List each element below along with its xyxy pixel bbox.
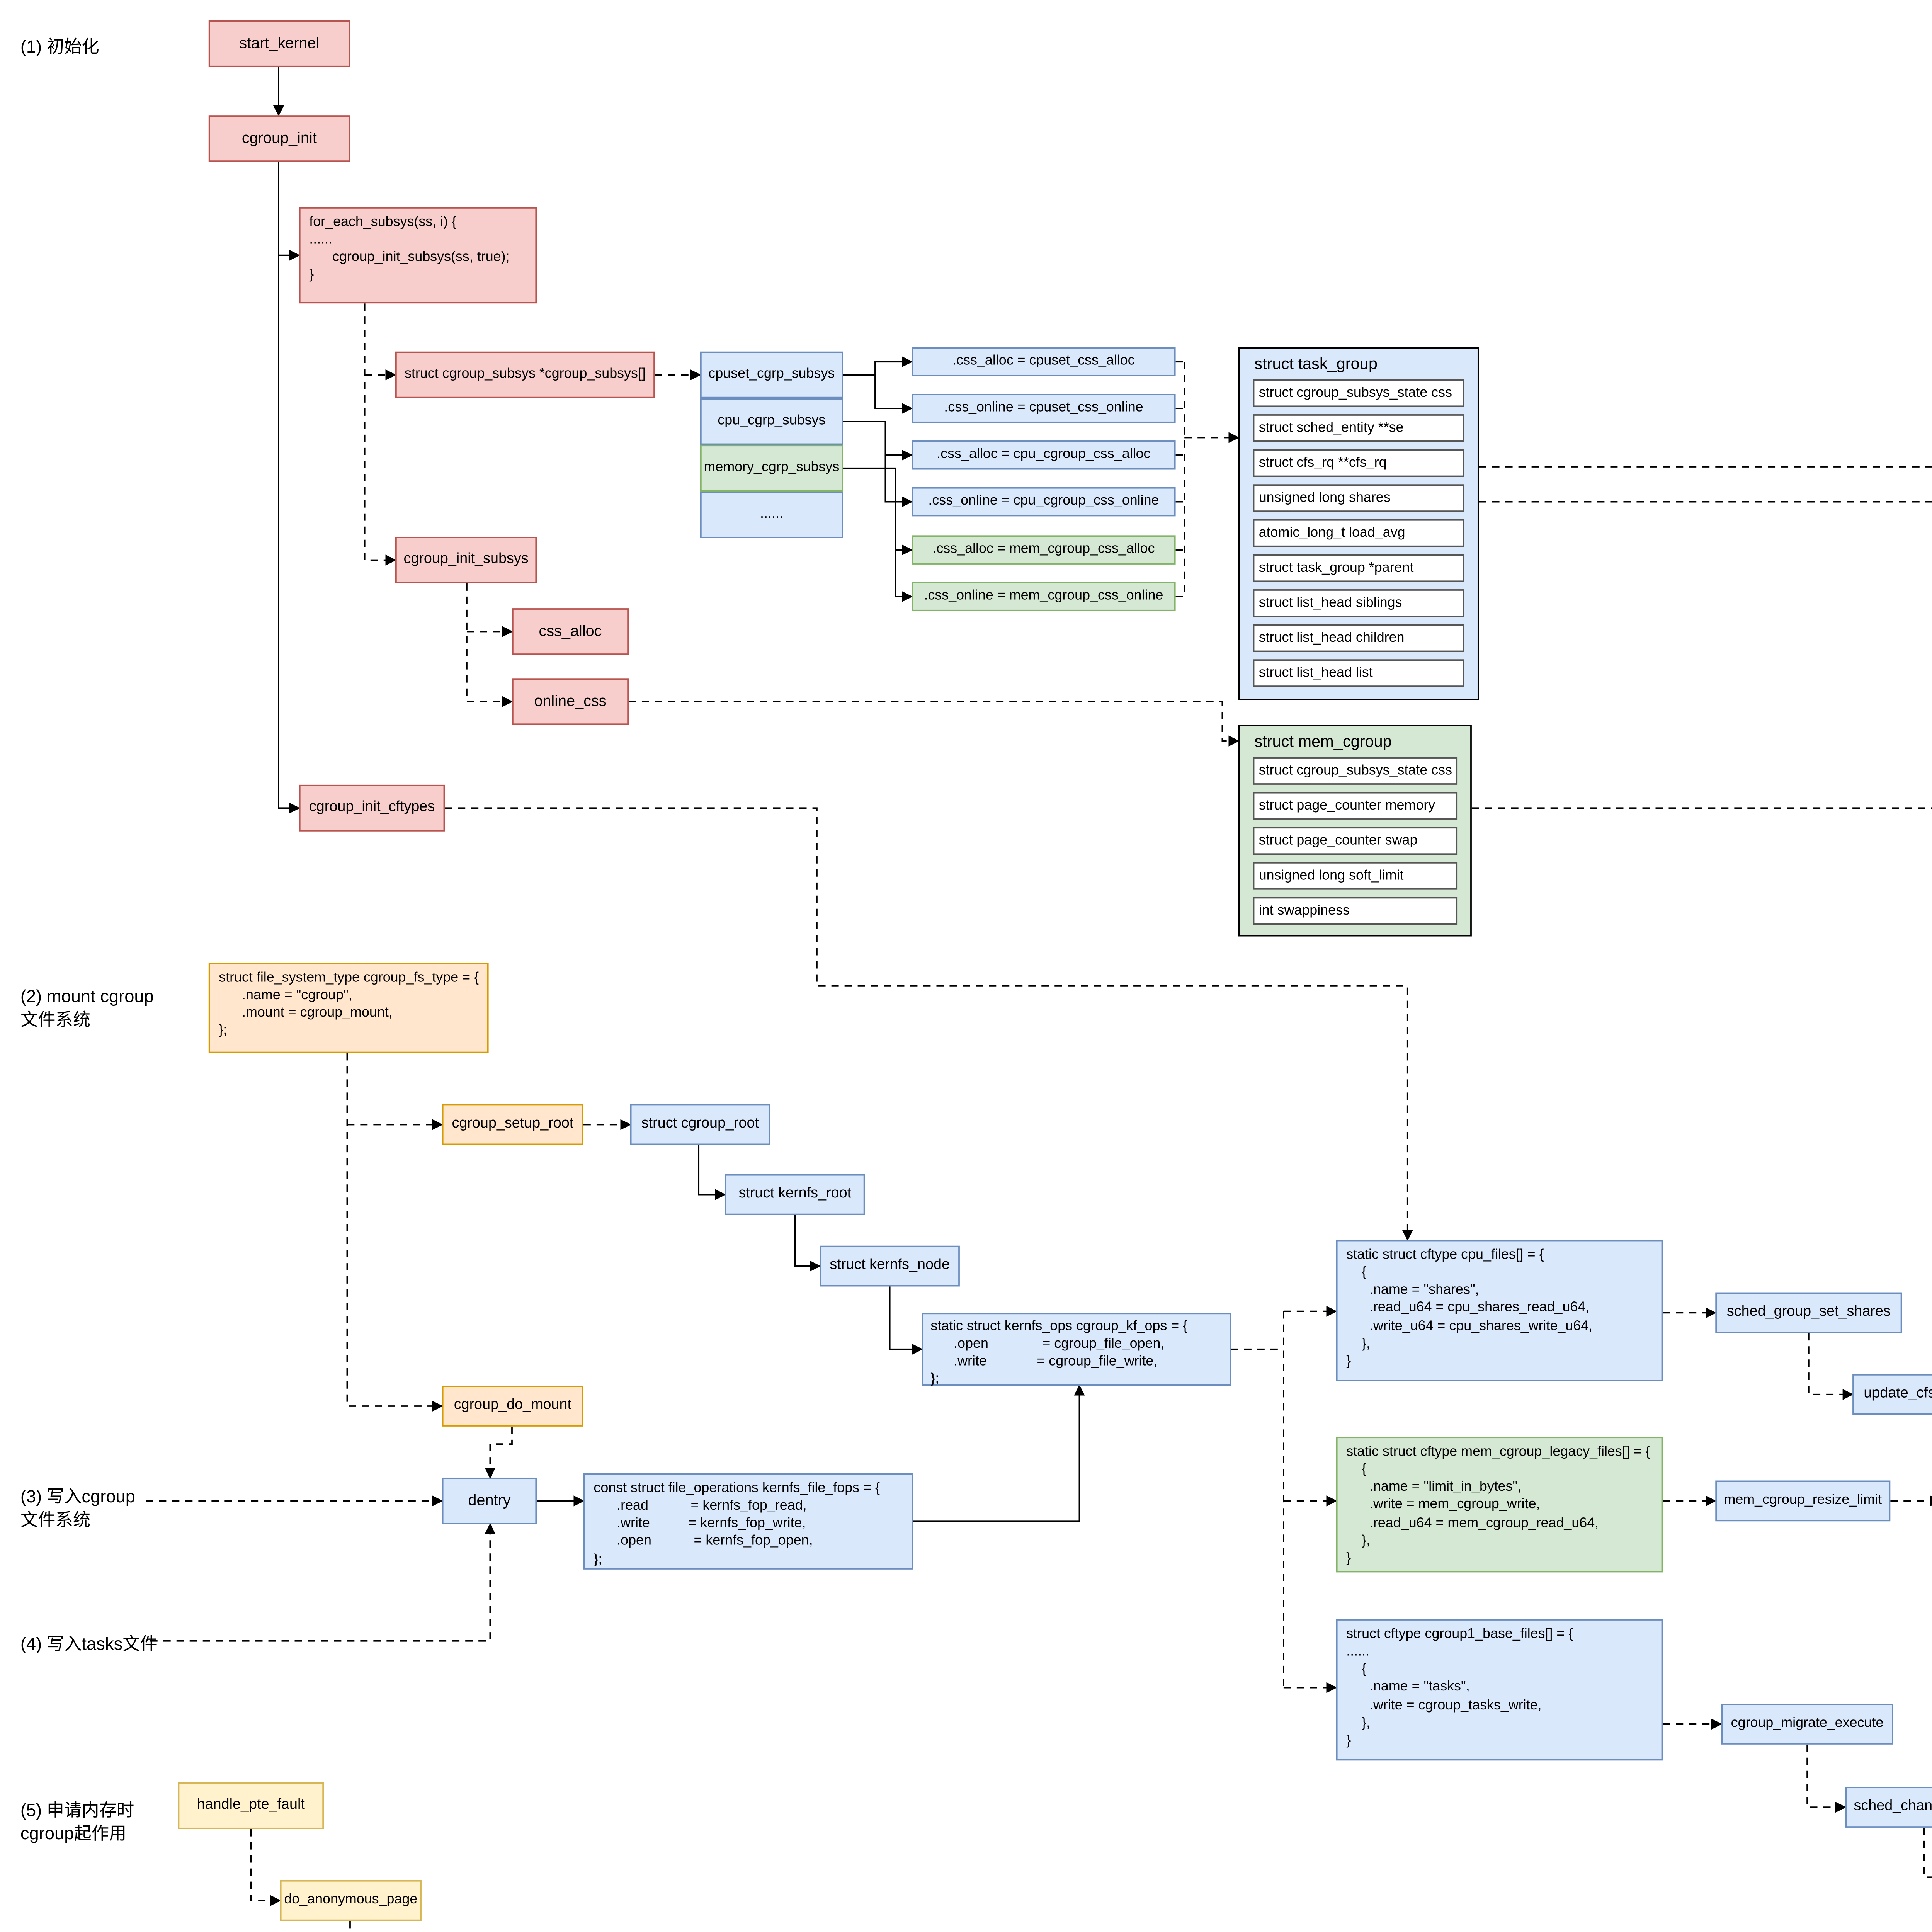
node-cgroup-subsys-array: struct cgroup_subsys *cgroup_subsys[] — [395, 351, 655, 398]
mem-cgroup-field-soft-limit: unsigned long soft_limit — [1253, 862, 1458, 890]
task-group-field-children: struct list_head children — [1253, 624, 1464, 652]
mem-cgroup-field-swappiness: int swappiness — [1253, 897, 1458, 925]
section-label-charge: (5) 申请内存时 cgroup起作用 — [20, 1800, 134, 1844]
node-struct-kernfs-root: struct kernfs_root — [725, 1174, 865, 1215]
node-struct-cgroup-root: struct cgroup_root — [630, 1104, 770, 1145]
task-group-field-load-avg: atomic_long_t load_avg — [1253, 519, 1464, 547]
node-update-cfs-shares: update_cfs_shares — [1852, 1374, 1932, 1415]
section-label-write-tasks: (4) 写入tasks文件 — [20, 1633, 158, 1654]
node-cgroup-init-cftypes: cgroup_init_cftypes — [299, 784, 445, 832]
css-op-cpuset-css-online: .css_online = cpuset_css_online — [912, 394, 1176, 423]
node-cgroup-do-mount: cgroup_do_mount — [442, 1386, 583, 1427]
node-dentry: dentry — [442, 1477, 537, 1524]
css-op-cpuset-css-alloc: .css_alloc = cpuset_css_alloc — [912, 347, 1176, 376]
node-cgroup-init-subsys: cgroup_init_subsys — [395, 537, 537, 583]
node-css-alloc: css_alloc — [512, 608, 629, 655]
task-group-field-css: struct cgroup_subsys_state css — [1253, 379, 1464, 407]
mem-cgroup-field-swap: struct page_counter swap — [1253, 827, 1458, 855]
row-cpu-cgrp-subsys: cpu_cgrp_subsys — [700, 398, 843, 445]
css-op-mem-css-alloc: .css_alloc = mem_cgroup_css_alloc — [912, 535, 1176, 565]
node-cgroup-migrate-execute: cgroup_migrate_execute — [1721, 1704, 1893, 1745]
task-group-field-siblings: struct list_head siblings — [1253, 589, 1464, 617]
node-sched-change-group: sched_change_group — [1845, 1787, 1932, 1828]
struct-mem-cgroup: struct mem_cgroup struct cgroup_subsys_s… — [1238, 725, 1472, 937]
css-op-mem-css-online: .css_online = mem_cgroup_css_online — [912, 582, 1176, 611]
task-group-field-parent: struct task_group *parent — [1253, 554, 1464, 582]
struct-mem-cgroup-title: struct mem_cgroup — [1254, 733, 1392, 752]
mem-cgroup-field-memory: struct page_counter memory — [1253, 792, 1458, 820]
node-cgroup-init: cgroup_init — [208, 115, 350, 162]
row-memory-cgrp-subsys: memory_cgrp_subsys — [700, 445, 843, 492]
row-subsys-ellipsis: ...... — [700, 492, 843, 538]
task-group-field-list: struct list_head list — [1253, 659, 1464, 687]
section-label-init: (1) 初始化 — [20, 36, 99, 57]
node-sched-group-set-shares: sched_group_set_shares — [1715, 1292, 1902, 1333]
mem-cgroup-field-css: struct cgroup_subsys_state css — [1253, 757, 1458, 785]
node-for-each-subsys: for_each_subsys(ss, i) { ...... cgroup_i… — [299, 207, 537, 304]
css-op-cpu-css-alloc: .css_alloc = cpu_cgroup_css_alloc — [912, 440, 1176, 470]
task-group-field-cfs-rq: struct cfs_rq **cfs_rq — [1253, 449, 1464, 477]
css-op-cpu-css-online: .css_online = cpu_cgroup_css_online — [912, 487, 1176, 517]
node-cpu-files: static struct cftype cpu_files[] = { { .… — [1336, 1240, 1663, 1381]
node-cgroup-setup-root: cgroup_setup_root — [442, 1104, 583, 1145]
node-cgroup-fs-type: struct file_system_type cgroup_fs_type =… — [208, 963, 489, 1053]
task-group-field-shares: unsigned long shares — [1253, 484, 1464, 512]
node-do-anonymous-page: do_anonymous_page — [280, 1880, 422, 1921]
section-label-write-cgroup: (3) 写入cgroup 文件系统 — [20, 1486, 135, 1531]
task-group-field-se: struct sched_entity **se — [1253, 414, 1464, 442]
node-cgroup1-base-files: struct cftype cgroup1_base_files[] = { .… — [1336, 1619, 1663, 1761]
node-mem-cgroup-resize-limit: mem_cgroup_resize_limit — [1715, 1480, 1891, 1522]
node-online-css: online_css — [512, 678, 629, 725]
struct-task-group-title: struct task_group — [1254, 356, 1378, 374]
node-cgroup-kf-ops: static struct kernfs_ops cgroup_kf_ops =… — [922, 1313, 1231, 1388]
node-kernfs-file-fops: const struct file_operations kernfs_file… — [583, 1473, 913, 1570]
node-struct-kernfs-node: struct kernfs_node — [820, 1245, 960, 1287]
struct-task-group: struct task_group struct cgroup_subsys_s… — [1238, 347, 1479, 700]
node-start-kernel: start_kernel — [208, 20, 350, 67]
node-mem-cgroup-legacy-files: static struct cftype mem_cgroup_legacy_f… — [1336, 1437, 1663, 1573]
row-cpuset-cgrp-subsys: cpuset_cgrp_subsys — [700, 351, 843, 398]
node-handle-pte-fault: handle_pte_fault — [178, 1782, 324, 1829]
section-label-mount: (2) mount cgroup 文件系统 — [20, 986, 154, 1030]
